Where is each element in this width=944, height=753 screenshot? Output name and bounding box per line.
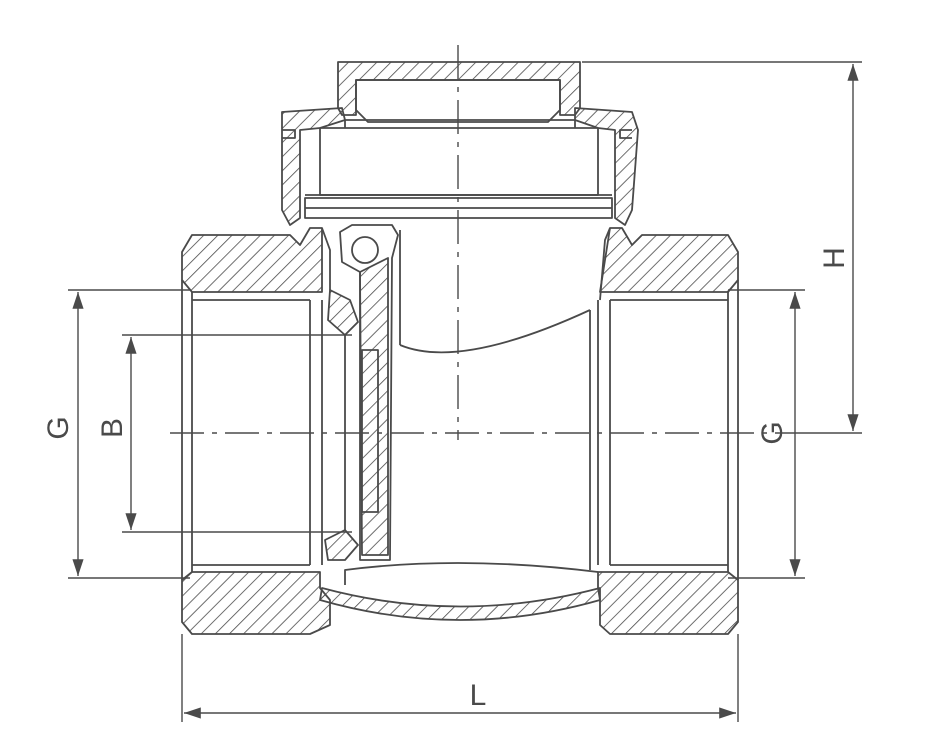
valve-chamber — [321, 227, 611, 570]
label-height: H — [818, 247, 851, 269]
label-thread-right: G — [756, 421, 789, 444]
swing-disc — [324, 224, 399, 561]
left-body-end — [181, 227, 331, 635]
center-lines — [170, 45, 808, 440]
bonnet — [281, 61, 639, 226]
body-bottom-wall — [319, 587, 601, 621]
label-bore: B — [96, 418, 129, 438]
right-body-end — [597, 227, 739, 635]
label-thread-left: G — [42, 416, 75, 439]
dimension-lines — [68, 61, 862, 722]
label-length: L — [470, 679, 487, 712]
body-inner-bottom — [344, 562, 599, 585]
